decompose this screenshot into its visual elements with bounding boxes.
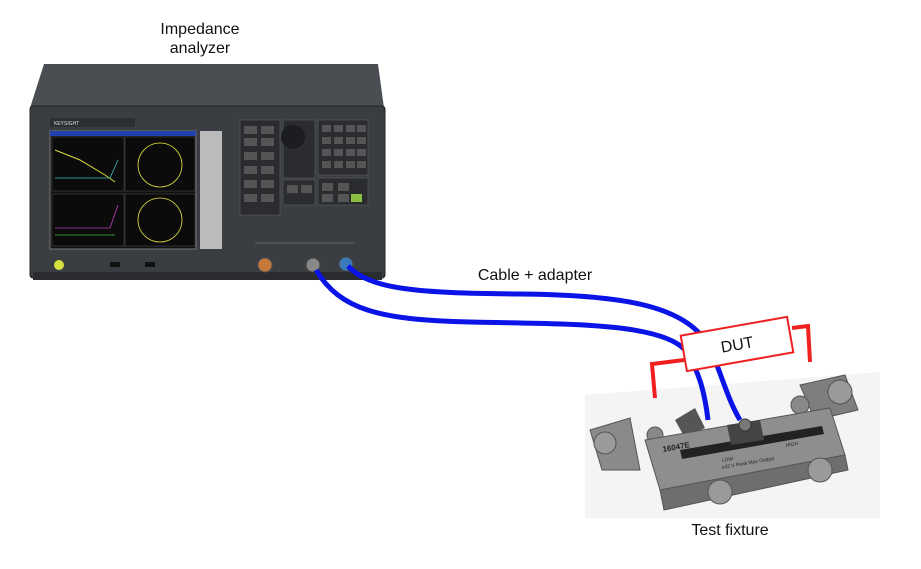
fixture-knob-left	[707, 479, 733, 505]
dut-box: DUT	[679, 315, 795, 373]
dut-lead-right	[791, 323, 812, 363]
test-fixture: 16047E LOW HIGH ±42 V Peak Max Output	[585, 372, 880, 518]
brand-strip	[50, 118, 135, 127]
port-dc-bias	[257, 257, 273, 273]
fixture-knob-right	[807, 457, 833, 483]
dut-lead-left	[649, 358, 685, 399]
port-1	[305, 257, 321, 273]
analyzer-label: Impedance analyzer	[130, 20, 270, 58]
analyzer-label-line1: Impedance	[160, 21, 240, 38]
power-button[interactable]	[54, 260, 64, 270]
fixture-high: HIGH	[785, 441, 799, 449]
impedance-analyzer: KEYSIGHT	[29, 64, 386, 280]
fixture-label: Test fixture	[691, 522, 769, 539]
dut-label: DUT	[720, 334, 756, 356]
analyzer-label-line2: analyzer	[169, 40, 231, 57]
fixture-low: LOW	[721, 456, 734, 464]
brand-logo: KEYSIGHT	[54, 121, 79, 127]
cable-label: Cable + adapter	[477, 267, 593, 284]
